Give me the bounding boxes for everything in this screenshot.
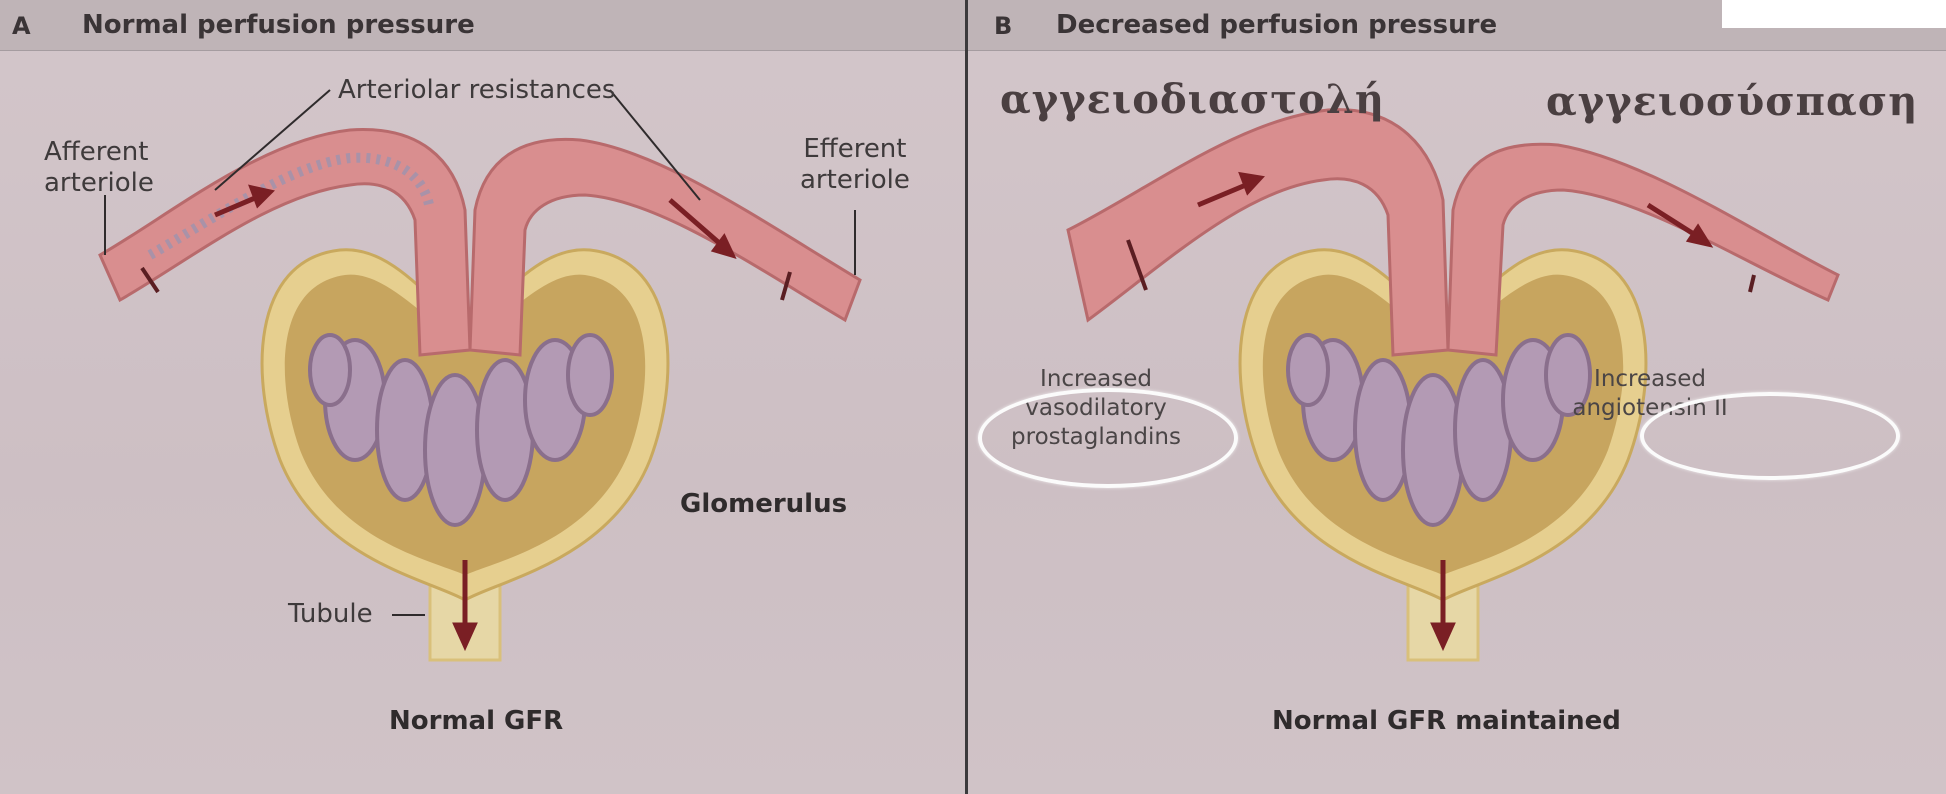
label-glomerulus: Glomerulus <box>680 489 847 519</box>
label-afferent-arteriole: Afferent arteriole <box>44 137 154 199</box>
greek-annotation-vasoconstriction: αγγειοσύσπαση <box>1546 78 1918 125</box>
greek-annotation-vasodilation: αγγειοδιαστολή <box>1000 76 1385 123</box>
corner-blank-patch <box>1722 0 1946 28</box>
panel-b: B Decreased perfusion pressure <box>968 0 1946 794</box>
label-efferent-arteriole: Efferent arteriole <box>800 134 910 196</box>
label-tubule: Tubule <box>288 599 373 630</box>
label-normal-gfr: Normal GFR <box>389 706 563 736</box>
panel-a-illustration <box>0 0 965 794</box>
label-arteriolar-resistances: Arteriolar resistances <box>338 75 615 106</box>
highlight-ellipse-prostaglandins <box>978 388 1238 488</box>
label-normal-gfr-maintained: Normal GFR maintained <box>1272 706 1621 736</box>
panel-a: A Normal perfusion pressure <box>0 0 965 794</box>
highlight-ellipse-angiotensin <box>1640 392 1900 480</box>
